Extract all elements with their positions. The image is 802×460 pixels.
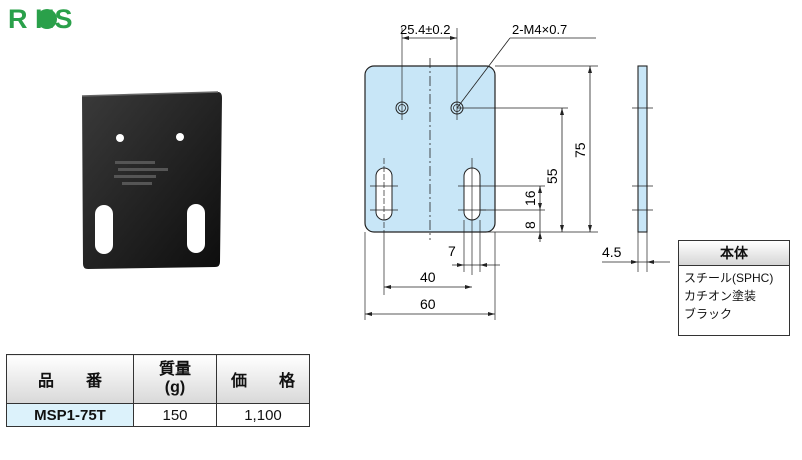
header-part-no: 品 番 [6,354,134,404]
dim-55-label: 55 [544,168,560,184]
material-header: 本体 [679,241,789,266]
material-line-1: スチール(SPHC) [684,271,774,285]
photo-slot-right [187,204,205,253]
thread-callout-label: 2-M4×0.7 [512,22,567,37]
material-body: スチール(SPHC) カチオン塗装 ブラック [679,266,789,326]
header-price: 価 格 [216,354,310,404]
dim-16-label: 16 [522,190,538,206]
cell-part-no: MSP1-75T [6,403,134,427]
rohs-globe-icon [37,9,57,29]
cell-mass: 150 [133,403,217,427]
dim-pitch-label: 25.4±0.2 [400,22,451,37]
rohs-logo: R HS [8,4,73,34]
product-photo [81,91,222,269]
dim-75-label: 75 [572,142,588,158]
header-mass-line-2: (g) [164,379,186,396]
photo-hole-right [176,133,184,141]
photo-hole-left [116,134,124,142]
header-mass: 質量 (g) [133,354,217,404]
dim-thickness-label: 4.5 [602,244,622,260]
material-line-2: カチオン塗装 [684,289,757,303]
photo-stamp [114,161,168,185]
photo-slot-left [95,205,113,254]
plate-side-view [637,65,648,233]
spec-header-row: 品 番 質量 (g) 価 格 [6,354,310,404]
material-line-3: ブラック [684,307,733,321]
dim-40-label: 40 [420,269,436,285]
dim-7-label: 7 [448,243,456,259]
material-box: 本体 スチール(SPHC) カチオン塗装 ブラック [678,240,790,336]
dim-60-label: 60 [420,296,436,312]
table-row: MSP1-75T 150 1,100 [6,403,310,427]
technical-drawing: 25.4±0.2 2-M4×0.7 75 55 16 8 7 40 60 4.5 [364,22,670,320]
cell-price: 1,100 [216,403,310,427]
dim-8-label: 8 [522,221,538,229]
spec-table: 品 番 質量 (g) 価 格 MSP1-75T 150 1,100 [6,354,310,427]
header-mass-line-1: 質量 [158,361,191,378]
